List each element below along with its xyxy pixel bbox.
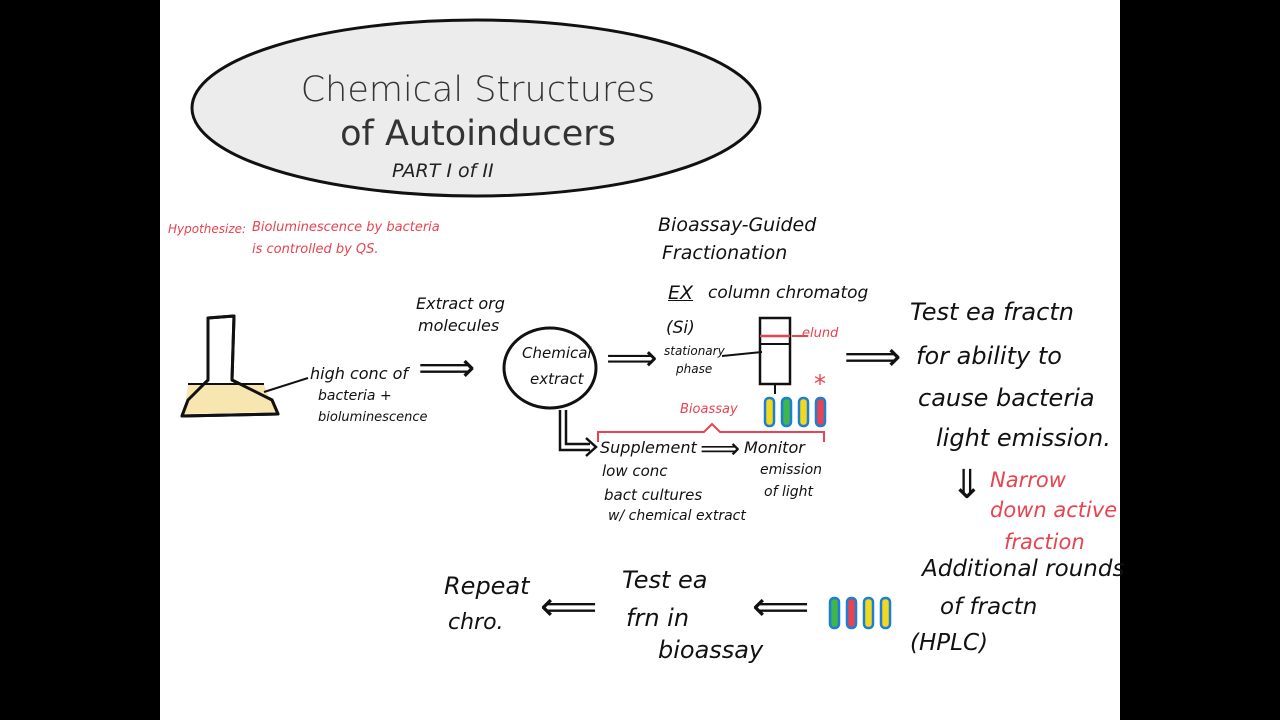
additional-line3: (HPLC) (910, 630, 988, 656)
bioassay-bracket (597, 422, 825, 442)
stationary-pointer-line (721, 351, 763, 357)
arrow-to-extract-icon: ⟹ (418, 345, 476, 391)
supplement-line2: low conc (602, 462, 668, 480)
title-ellipse (190, 18, 762, 198)
silica-label: (Si) (666, 318, 695, 338)
test-bioassay-line1: Test ea (622, 566, 708, 594)
stationary-phase-line2: phase (676, 362, 713, 376)
narrow-line2: down active (990, 498, 1118, 522)
test-fraction-line2: for ability to (916, 342, 1062, 370)
arrow-to-test-icon: ⟹ (844, 334, 902, 380)
chromatography-column-icon (758, 316, 792, 394)
additional-line2: of fractn (940, 594, 1038, 620)
additional-line1: Additional rounds (922, 556, 1125, 582)
test-fraction-line4: light emission. (936, 424, 1111, 452)
stationary-phase-line1: stationary (664, 344, 725, 358)
chemical-extract-line2: extract (530, 370, 584, 388)
chemical-extract-circle (502, 326, 598, 410)
monitor-line1: Monitor (744, 438, 805, 457)
chemical-extract-line1: Chemical (522, 344, 592, 362)
monitor-line3: of light (764, 484, 813, 500)
page-title: Chemical Structures (300, 70, 656, 110)
extract-label-line2: molecules (418, 316, 500, 335)
arrow-down-icon: ⇓ (950, 462, 984, 508)
column-method-label: column chromatog (708, 283, 869, 303)
fraction-tubes-icon (763, 396, 827, 428)
flask-label-line2: bacteria + (318, 388, 392, 404)
hplc-tubes-icon (828, 596, 892, 630)
example-label: EX (668, 282, 694, 304)
flask-label-line1: high conc of (310, 364, 408, 383)
flask-pointer-line (263, 377, 309, 393)
arrow-to-monitor-icon: ⟹ (700, 432, 741, 465)
repeat-line2: chro. (448, 610, 504, 635)
test-fraction-line3: cause bacteria (918, 384, 1095, 412)
bioassay-label: Bioassay (680, 402, 738, 417)
arrow-left-to-repeat-icon: ⟸ (540, 584, 598, 630)
flask-icon (180, 314, 280, 418)
arrow-to-column-icon: ⟹ (606, 338, 658, 379)
supplement-line1: Supplement (600, 438, 697, 457)
arrow-left-to-test-icon: ⟸ (752, 584, 810, 630)
slide-canvas: Chemical Structures of Autoinducers PART… (160, 0, 1124, 720)
monitor-line2: emission (760, 462, 823, 478)
test-fraction-line1: Test ea fractn (910, 298, 1074, 326)
active-fraction-star-icon: * (814, 370, 826, 398)
test-bioassay-line2: frn in (626, 604, 690, 632)
page-title-line2: of Autoinducers (340, 114, 616, 154)
fractionation-heading-line2: Fractionation (662, 242, 788, 264)
part-label: PART I of II (392, 160, 494, 182)
supplement-line3: bact cultures (604, 486, 703, 504)
repeat-line1: Repeat (444, 572, 530, 600)
hypothesis-label: Hypothesize: (168, 222, 247, 236)
diagram-drawing (180, 18, 892, 630)
test-bioassay-line3: bioassay (658, 636, 764, 664)
hypothesis-line2: is controlled by QS. (252, 242, 379, 257)
extract-label-line1: Extract org (416, 294, 505, 313)
narrow-line1: Narrow (990, 468, 1066, 492)
supplement-line4: w/ chemical extract (608, 508, 746, 524)
narrow-line3: fraction (1004, 530, 1085, 554)
extract-down-arrow (558, 410, 590, 452)
fractionation-heading-line1: Bioassay-Guided (658, 214, 817, 236)
flask-label-line3: bioluminescence (318, 410, 428, 425)
eluent-label: elund (802, 326, 839, 341)
hypothesis-line1: Bioluminescence by bacteria (252, 220, 440, 235)
